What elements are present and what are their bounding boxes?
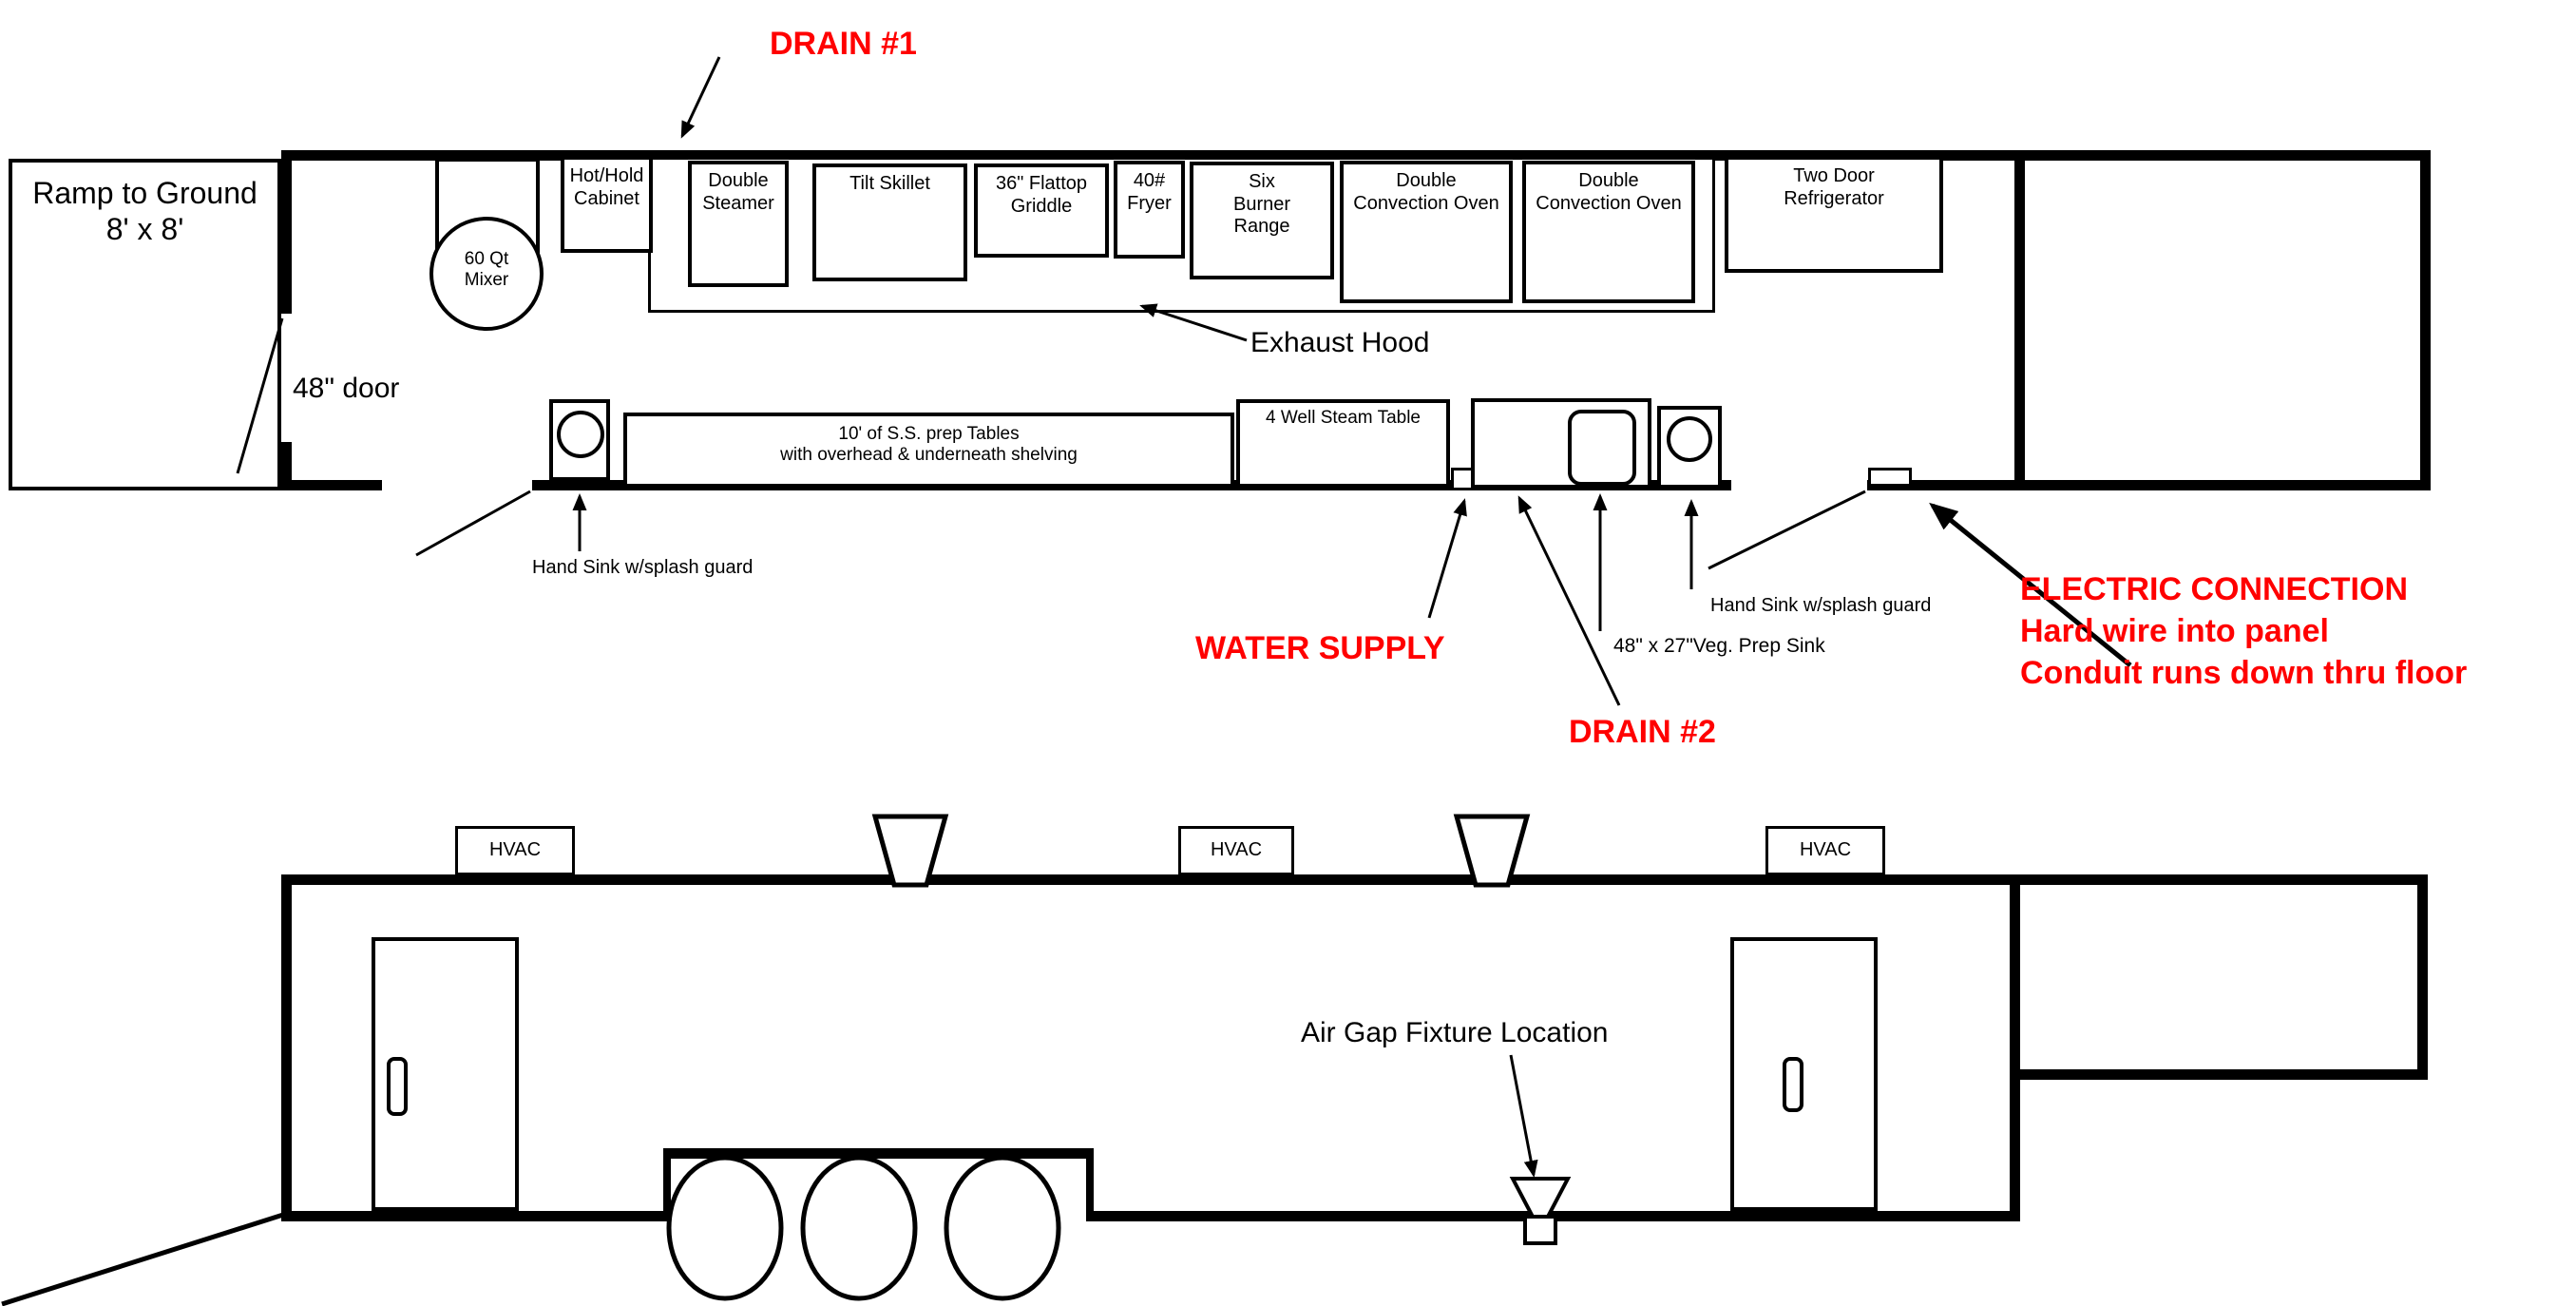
wheel-well-top	[663, 1148, 1094, 1159]
bottom-gap-right-line	[1708, 490, 1866, 570]
hvac-3-label: HVAC	[1799, 839, 1852, 860]
fryer: 40# Fryer	[1114, 161, 1185, 259]
ramp-box: Ramp to Ground 8' x 8'	[9, 159, 281, 490]
hand-sink-2-label: Hand Sink w/splash guard	[1710, 595, 1932, 616]
hvac-2-label: HVAC	[1210, 839, 1263, 860]
prep-table-label: 10' of S.S. prep Tables with overhead & …	[780, 424, 1078, 466]
flattop-griddle: 36" Flattop Griddle	[974, 163, 1109, 258]
extension-bottom-wall	[2020, 1069, 2428, 1080]
drain2-label: DRAIN #2	[1569, 714, 1716, 750]
double-steamer: Double Steamer	[688, 161, 789, 287]
entry-door-right	[1730, 937, 1878, 1211]
fryer-label: 40# Fryer	[1127, 170, 1172, 214]
bottom-gap-left-line	[415, 490, 531, 557]
veg-prep-sink-basin	[1568, 410, 1636, 486]
convection-oven-1: Double Convection Oven	[1340, 161, 1513, 303]
six-burner-range: Six Burner Range	[1190, 162, 1334, 279]
trailer1-divider-wall	[2014, 150, 2025, 490]
oven2-label: Double Convection Oven	[1536, 170, 1682, 214]
hand-sink-2-basin	[1667, 416, 1712, 462]
wheel-1	[666, 1155, 784, 1301]
drain1-label: DRAIN #1	[770, 26, 917, 62]
hvac-unit-1: HVAC	[455, 826, 575, 875]
drain1-arrow	[680, 56, 721, 139]
trailer1-left-wall-lower	[281, 442, 292, 490]
trailer1-bottom-wall-a	[281, 480, 382, 490]
air-gap-label: Air Gap Fixture Location	[1301, 1017, 1609, 1048]
water-supply-label: WATER SUPPLY	[1195, 630, 1445, 666]
veg-prep-sink-label: 48" x 27"Veg. Prep Sink	[1613, 635, 1825, 657]
hand-sink-1-label: Hand Sink w/splash guard	[532, 557, 754, 578]
hvac-unit-2: HVAC	[1178, 826, 1294, 875]
wheel-3	[944, 1155, 1061, 1301]
exhaust-hood-label: Exhaust Hood	[1250, 327, 1430, 358]
range-label: Six Burner Range	[1232, 171, 1291, 238]
steam-table-label: 4 Well Steam Table	[1266, 408, 1421, 428]
trailer2-bottom-wall-b	[1094, 1211, 2020, 1221]
door-48-label: 48" door	[293, 373, 400, 404]
wheel-2	[800, 1155, 918, 1301]
entry-door-left-handle	[387, 1057, 408, 1116]
hot-hold-cabinet: Hot/Hold Cabinet	[561, 156, 653, 253]
trailer2-left-wall	[281, 874, 292, 1221]
trailer2-divider-wall	[2010, 874, 2020, 1221]
trailer2-bottom-wall-a	[281, 1211, 663, 1221]
hot-hold-label: Hot/Hold Cabinet	[569, 165, 644, 209]
griddle-label: 36" Flattop Griddle	[995, 173, 1088, 217]
steamer-label: Double Steamer	[702, 170, 774, 214]
mixer-60qt: 60 Qt Mixer	[429, 217, 544, 331]
water-supply-arrow	[1427, 498, 1467, 619]
wheel-well-left	[663, 1148, 671, 1221]
trailer1-bottom-wall-c	[1867, 480, 2431, 490]
two-door-refrigerator: Two Door Refrigerator	[1725, 156, 1943, 273]
entry-door-right-handle	[1783, 1057, 1803, 1112]
hvac-1-label: HVAC	[488, 839, 542, 860]
drain2-arrow	[1517, 495, 1621, 706]
prep-table: 10' of S.S. prep Tables with overhead & …	[623, 413, 1234, 488]
oven1-label: Double Convection Oven	[1353, 170, 1499, 214]
convection-oven-2: Double Convection Oven	[1522, 161, 1695, 303]
extension-right-wall	[2417, 874, 2428, 1080]
wheel-well-right	[1086, 1148, 1094, 1221]
tilt-skillet: Tilt Skillet	[812, 163, 967, 281]
electric-connection-box	[1868, 468, 1912, 487]
trailer1-left-wall-upper	[281, 150, 292, 314]
steam-table: 4 Well Steam Table	[1236, 399, 1450, 488]
tilt-skillet-label: Tilt Skillet	[849, 173, 930, 194]
hand-sink-1-basin	[557, 411, 604, 458]
refrigerator-label: Two Door Refrigerator	[1784, 165, 1884, 209]
trailer1-top-wall	[281, 150, 2431, 161]
air-gap-arrow	[1509, 1054, 1538, 1178]
mixer-label: 60 Qt Mixer	[464, 249, 509, 291]
extension-top-wall	[2020, 874, 2428, 885]
electric-connection-note: ELECTRIC CONNECTION Hard wire into panel…	[2020, 571, 2468, 691]
trailer2-top-wall	[281, 874, 2020, 885]
ramp-label: Ramp to Ground 8' x 8'	[32, 176, 258, 246]
hvac-unit-3: HVAC	[1765, 826, 1885, 875]
trailer1-right-wall	[2420, 150, 2431, 490]
trailer-tongue-line	[1, 1212, 284, 1306]
